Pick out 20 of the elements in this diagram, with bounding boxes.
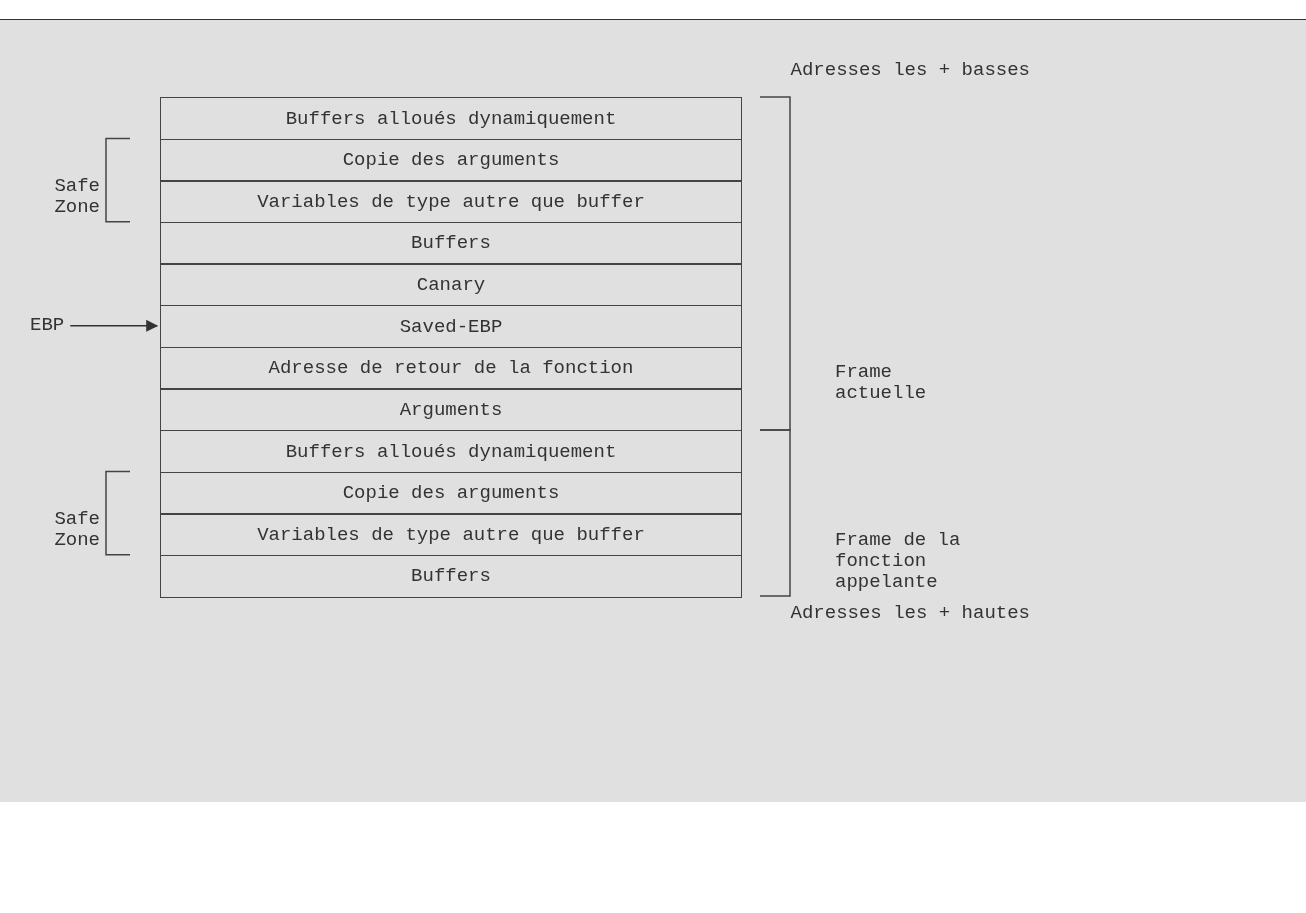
memory-cell: Variables de type autre que buffer [160,513,742,557]
memory-cell: Buffers [160,221,742,265]
memory-cell: Buffers alloués dynamiquement [160,430,742,474]
memory-cell: Buffers alloués dynamiquement [160,97,742,141]
pointer-label: EBP [30,315,65,336]
memory-cell: Adresse de retour de la fonction [160,346,742,390]
memory-cell: Saved-EBP [160,305,742,349]
memory-cell: Canary [160,263,742,307]
frame-label: Frame de la fonction appelante [835,530,962,593]
frame-label: Frame actuelle [835,362,928,404]
zone-label: Safe Zone [53,509,100,551]
address-note: Adresses les + basses [789,60,1030,81]
zone-label: Safe Zone [53,176,100,218]
memory-cell: Buffers [160,554,742,598]
arrow [69,319,159,332]
memory-cell: Copie des arguments [160,471,742,515]
memory-cell: Variables de type autre que buffer [160,180,742,224]
memory-cell: Arguments [160,388,742,432]
address-note: Adresses les + hautes [789,603,1030,624]
memory-cell: Copie des arguments [160,138,742,182]
